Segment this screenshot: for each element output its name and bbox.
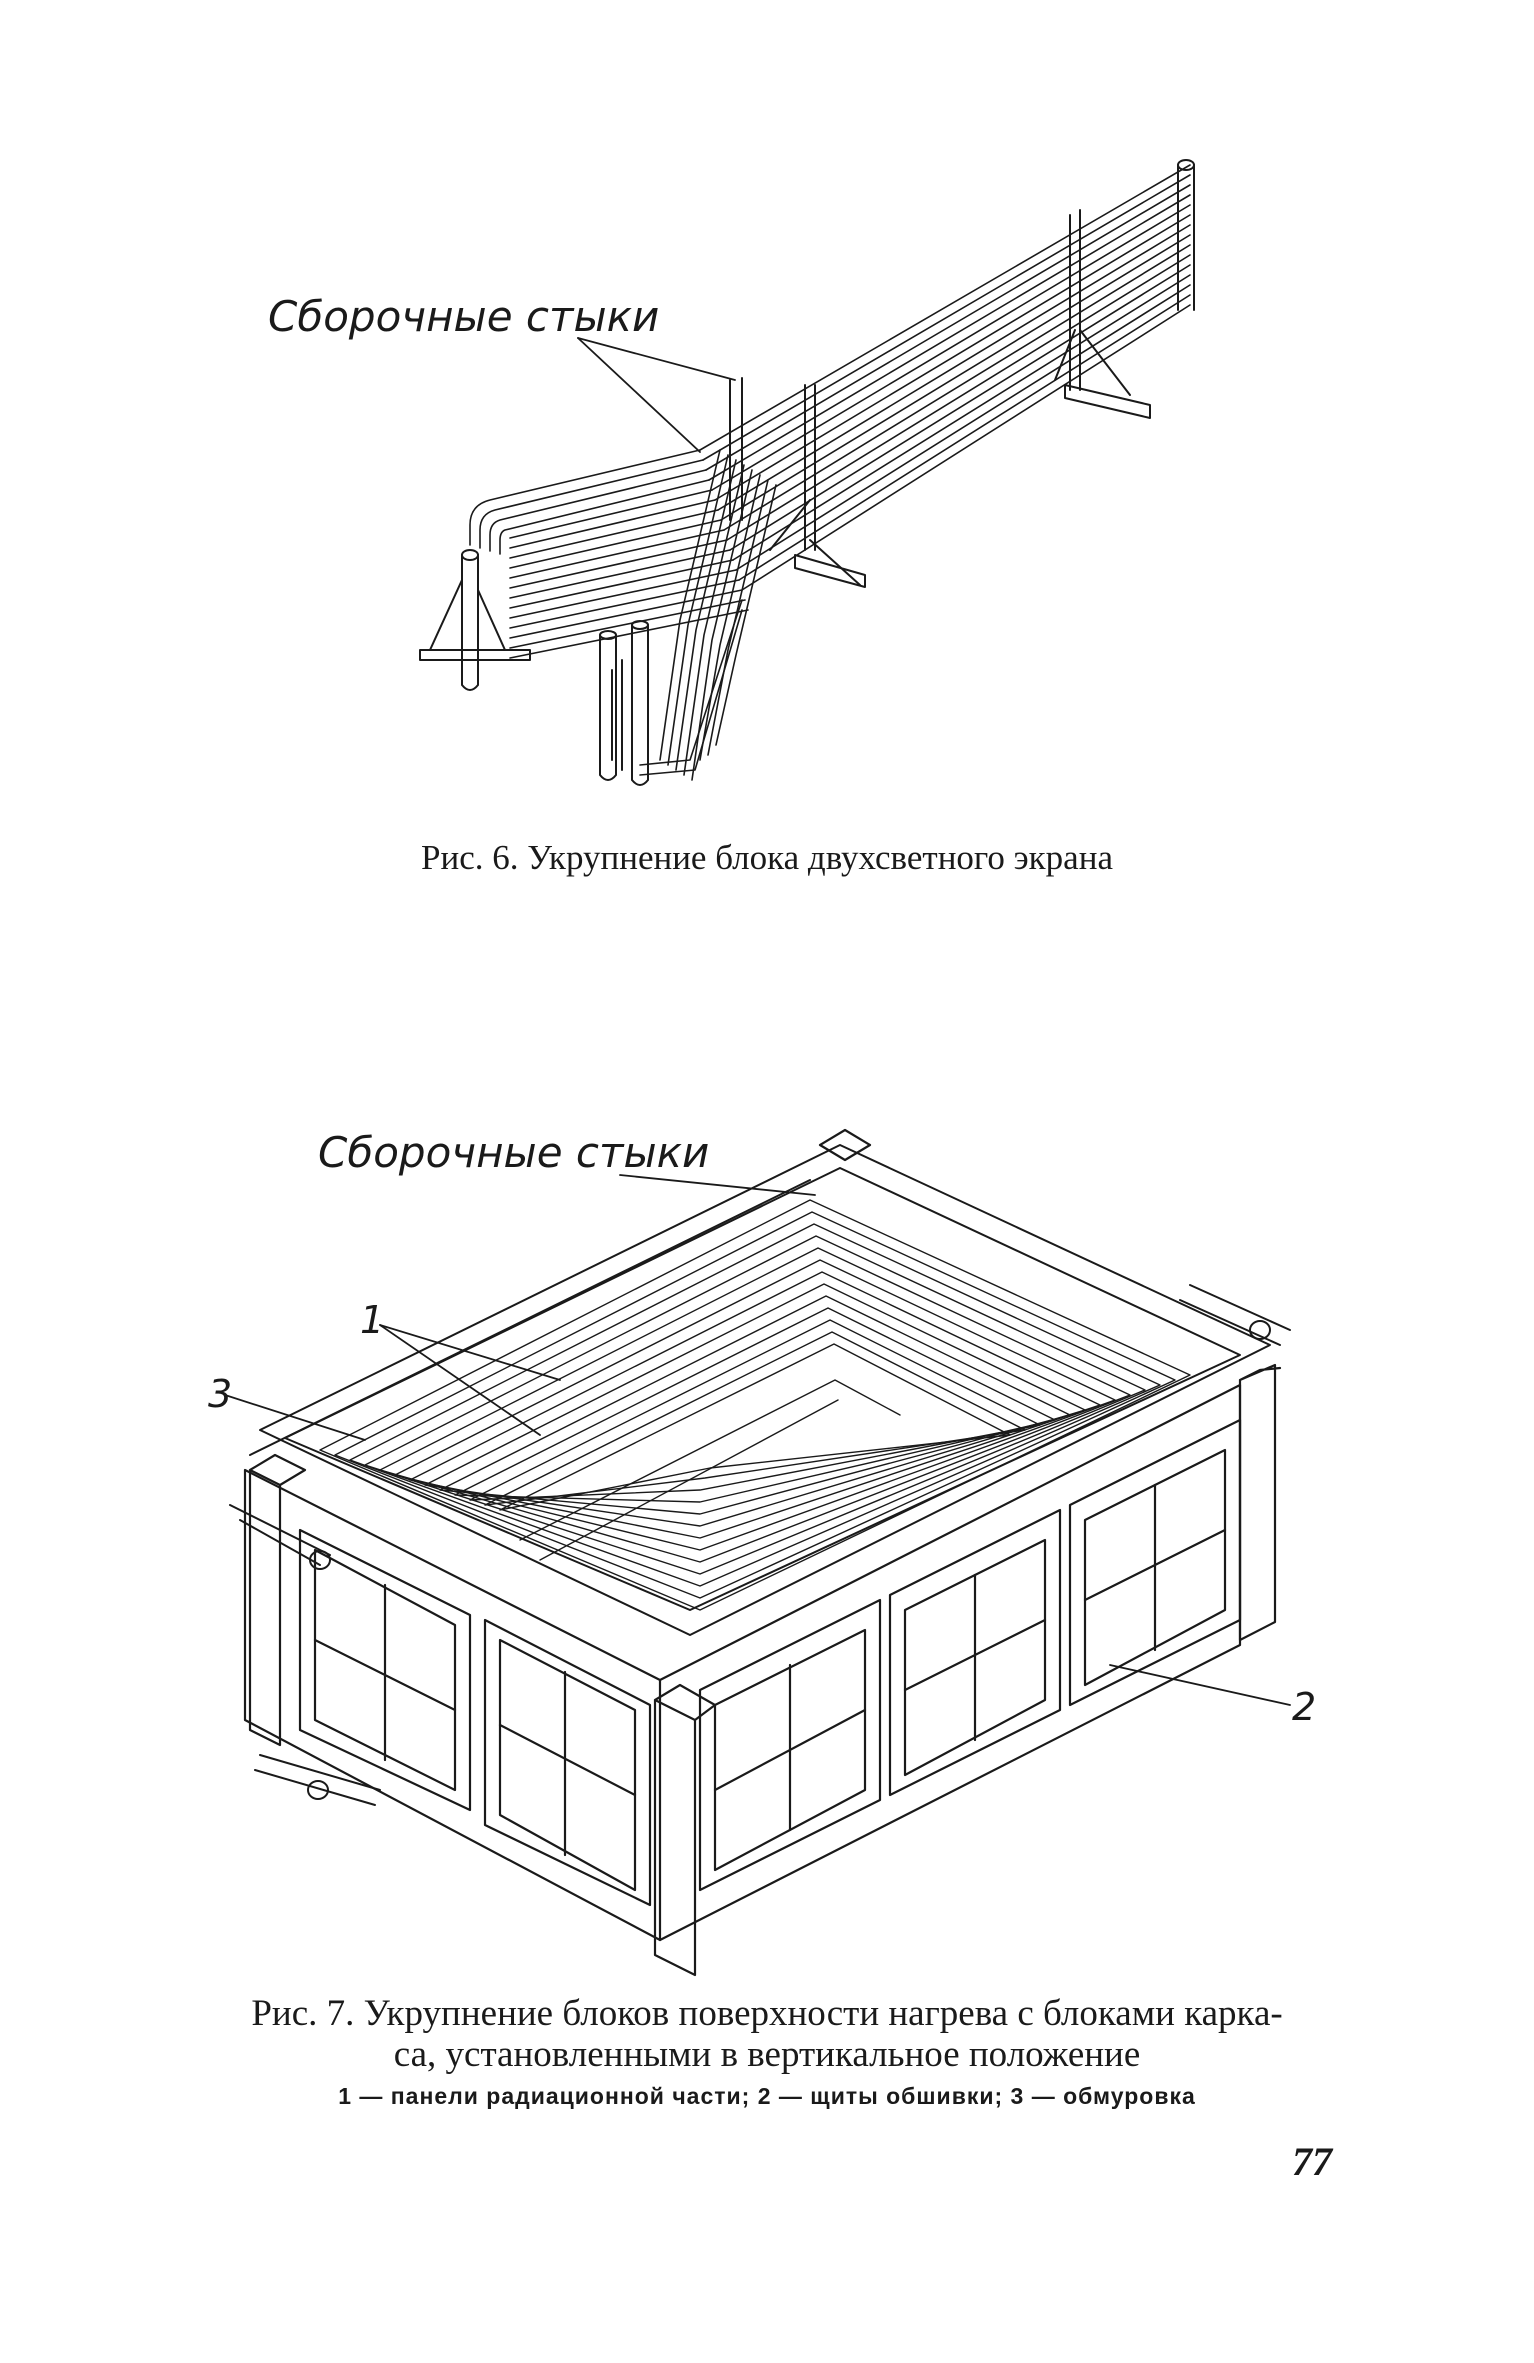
tube-panel-lower: [639, 449, 777, 781]
header-pipes: [229, 1284, 1291, 1806]
left-post: [419, 549, 531, 691]
fig7-callout-3: 3: [208, 1372, 233, 1416]
fig7-leaders: [224, 1174, 1291, 1706]
fig7-callout-1: 1: [360, 1298, 385, 1342]
fig7-caption-line2: са, установленными в вертикальное положе…: [393, 2034, 1141, 2075]
right-header: [1177, 159, 1195, 311]
corner-posts: [248, 1128, 1282, 1977]
joint-collars: [729, 209, 1081, 551]
front-right-wall: [658, 1383, 1242, 1942]
radiant-panels: [319, 1199, 1191, 1611]
tube-panel-left: [469, 449, 749, 659]
fig7-legend: 1 — панели радиационной части; 2 — щиты …: [338, 2083, 1196, 2109]
fig6-leaders: [577, 337, 736, 453]
fig7-joints-label: Сборочные стыки: [318, 1128, 710, 1177]
vertical-headers-lower: [599, 620, 649, 786]
fig7-caption-line1: Рис. 7. Укрупнение блоков поверхности на…: [251, 1993, 1283, 2034]
stands: [769, 329, 1151, 588]
frame-top-rim: [249, 1144, 1271, 1636]
page-number: 77: [1292, 2139, 1332, 2184]
fig6-caption: Рис. 6. Укрупнение блока двухсветного эк…: [421, 838, 1113, 877]
fig7-callout-2: 2: [1292, 1685, 1317, 1729]
tube-panel-upper: [699, 164, 1191, 591]
fig6-joints-label: Сборочные стыки: [268, 292, 660, 341]
